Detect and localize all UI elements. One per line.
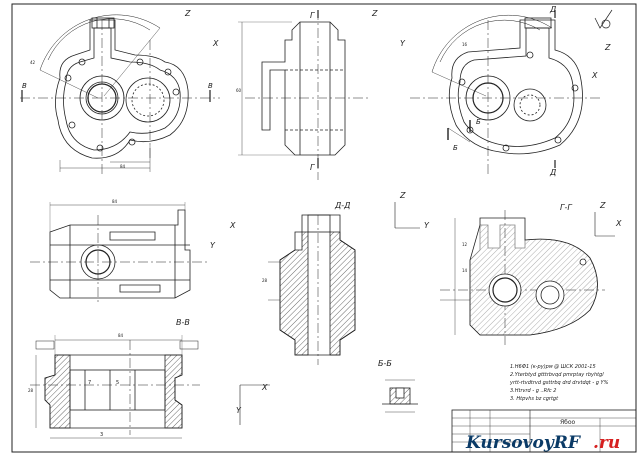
section-title-dd: Д-Д: [334, 201, 350, 210]
note-line-2: 2.Yterbtyd gtttrbvqd pmrptay rbyhtgl: [510, 372, 604, 378]
section-mark-g2: Г: [310, 163, 315, 172]
axis-label-x2: X: [591, 71, 598, 80]
axis-label-y1: Y: [400, 39, 406, 48]
front-view: [20, 14, 220, 175]
section-mark-v2: В: [208, 82, 213, 90]
axis-label-y4: Y: [236, 406, 242, 415]
axis-triad-gg: [594, 212, 615, 237]
watermark-text: KursovoyRF: [465, 433, 582, 453]
axis-triad-dd: [394, 202, 420, 229]
section-mark-g1: Г: [310, 11, 315, 20]
section-gg: [440, 210, 605, 345]
dim-vv-5: 28: [28, 388, 34, 393]
section-vv: [30, 335, 200, 439]
section-mark-b2: Б: [476, 118, 481, 126]
section-bb: [382, 379, 418, 413]
title-block: [451, 409, 637, 453]
axis-label-x1: X: [212, 39, 219, 48]
axis-label-z4: Z: [399, 191, 406, 200]
dim-gg-1: 12: [462, 242, 468, 247]
section-mark-b1: Б: [453, 144, 458, 152]
note-line-5: 3. Htpvhs bz cgrtgt: [510, 396, 559, 402]
note-line-4: 3.Htrvrd - g ..Rfc 2: [510, 388, 556, 394]
title-block-name: Ябоо: [560, 419, 576, 426]
axis-label-x5: X: [261, 383, 268, 392]
axis-label-z5: Z: [599, 201, 606, 210]
axis-label-x3: X: [229, 221, 236, 230]
roughness-symbol: [594, 9, 613, 29]
axis-label-z2: Z: [371, 9, 378, 18]
section-mark-v1: В: [22, 82, 27, 90]
dim-rear-1: 16: [462, 42, 468, 47]
technical-notes: 1.Н6Ф1 (к-ру)рм @ ШСК 2001-15 2.Yterbtyd…: [509, 364, 609, 402]
section-mark-d1: Д: [549, 5, 556, 14]
axis-label-z3: Z: [604, 43, 611, 52]
dim-side-1: 60: [236, 88, 242, 93]
side-view-g: [238, 10, 370, 180]
axis-label-z1: Z: [184, 9, 191, 18]
drawing-frame: [11, 3, 637, 453]
axis-label-y2: Y: [210, 241, 216, 250]
axis-label-y3: Y: [424, 221, 430, 230]
dim-vv-1: 84: [118, 333, 124, 338]
section-mark-d2: Д: [549, 168, 556, 177]
note-line-1: 1.Н6Ф1 (к-ру)рм @ ШСК 2001-15: [510, 364, 596, 370]
watermark-suffix: .ru: [593, 433, 620, 453]
axis-triad-vv: [239, 384, 270, 425]
section-title-vv: В-В: [176, 318, 190, 327]
axis-label-x4: X: [615, 219, 622, 228]
dim-plan-1: 84: [112, 199, 118, 204]
dim-front-2: 42: [30, 60, 36, 65]
dim-dd-1: 28: [262, 278, 268, 283]
dim-vv-2: 7: [88, 380, 91, 386]
rear-view: [410, 10, 600, 175]
dim-vv-3: 5: [116, 380, 119, 386]
watermark-logo: KursovoyRF .ru: [465, 433, 620, 453]
section-dd: [268, 214, 356, 365]
dim-gg-2: 14: [462, 268, 468, 273]
dim-vv-4: 3: [100, 432, 103, 438]
plan-view: [30, 202, 210, 305]
dim-front-1: 84: [120, 164, 126, 169]
section-title-gg: Г-Г: [560, 203, 572, 212]
note-line-3: yrtt-rtvdtrvd gsttrbq drd drvtdqt - g Y%: [509, 380, 609, 386]
section-title-bb: Б-Б: [378, 359, 392, 368]
